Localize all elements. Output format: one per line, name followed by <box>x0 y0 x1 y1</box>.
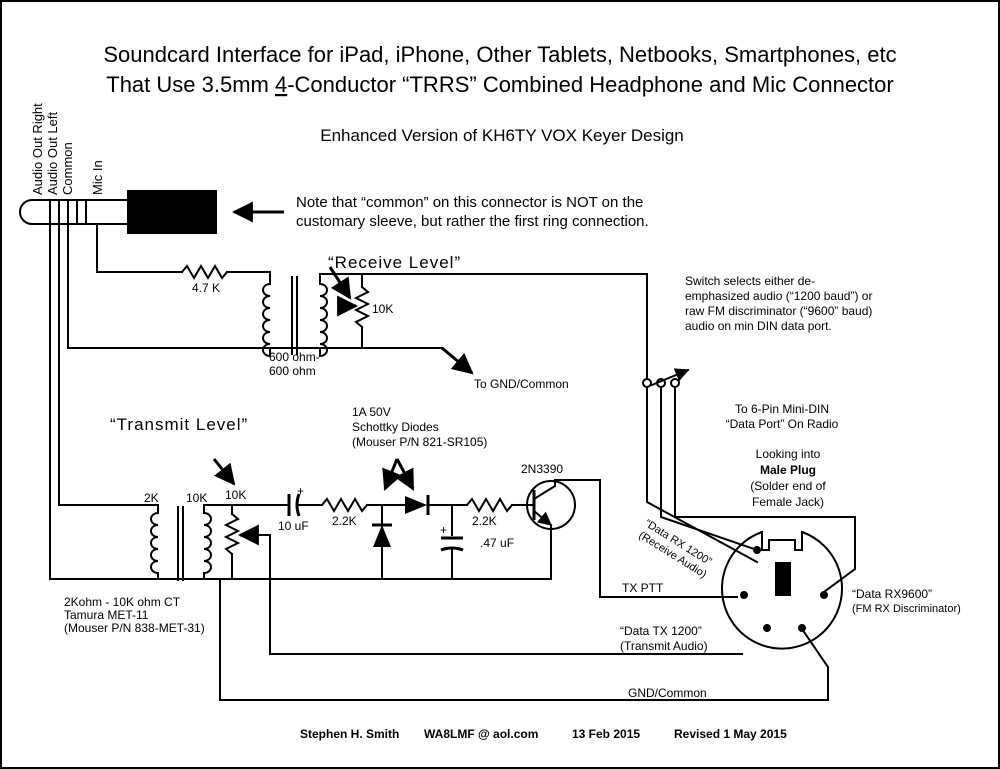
subtitle: Enhanced Version of KH6TY VOX Keyer Desi… <box>320 126 684 145</box>
transmit-level-title: “Transmit Level” <box>110 415 248 434</box>
cap-10uf-plus: + <box>297 484 304 498</box>
transmit-circuit <box>49 223 829 701</box>
label-audio-out-left: Audio Out Left <box>45 112 60 195</box>
title-line-1: Soundcard Interface for iPad, iPhone, Ot… <box>103 42 896 67</box>
label-audio-out-right: Audio Out Right <box>30 103 45 195</box>
din-header-line-2: “Data Port” On Radio <box>726 417 839 431</box>
receive-gnd-label: To GND/Common <box>474 377 569 391</box>
transmit-pot <box>223 512 241 556</box>
tamura-line-3: (Mouser P/N 838-MET-31) <box>64 621 205 635</box>
diodes-line-2: Schottky Diodes <box>352 420 439 434</box>
transistor-label: 2N3390 <box>521 462 563 476</box>
trrs-plug <box>19 190 217 234</box>
transformer-600 <box>262 276 328 358</box>
resistor-4k7 <box>180 264 229 280</box>
din-looking-line-1: Looking into <box>756 447 821 461</box>
transformer-600-line-1: 600 ohm- <box>269 350 320 364</box>
din-tx1200-line-1: “Data TX 1200” <box>620 624 702 638</box>
din-looking-line-3: (Solder end of <box>750 479 826 493</box>
transformer-primary-label: 2K <box>144 491 159 505</box>
receive-pot <box>353 285 371 329</box>
receive-pot-label: 10K <box>372 302 393 316</box>
transformer-600-line-2: 600 ohm <box>269 364 316 378</box>
switch-note-line-1: Switch selects either de- <box>685 274 815 288</box>
resistor-2k2-a <box>320 497 369 513</box>
footer-call: WA8LMF @ aol.com <box>424 727 538 741</box>
cap-047uf-label: .47 uF <box>480 536 514 550</box>
switch-note-line-2: emphasized audio (“1200 baud”) or <box>685 289 872 303</box>
transmit-pot-label: 10K <box>225 488 246 502</box>
tamura-line-2: Tamura MET-11 <box>64 608 149 622</box>
resistor-2k2-a-label: 2.2K <box>332 514 357 528</box>
title-line-2: That Use 3.5mm 4-Conductor “TRRS” Combin… <box>106 72 893 97</box>
din-gnd-label: GND/Common <box>628 686 707 700</box>
din-rx9600-line-2: (FM RX Discriminator) <box>852 603 961 615</box>
din-looking-line-2: Male Plug <box>760 463 816 477</box>
footer-date: 13 Feb 2015 <box>572 727 640 741</box>
footer-revised: Revised 1 May 2015 <box>674 727 787 741</box>
resistor-2k2-b <box>465 497 514 513</box>
connector-note-line-2: customary sleeve, but rather the first r… <box>296 213 649 230</box>
footer-author: Stephen H. Smith <box>300 727 399 741</box>
receive-level-title: “Receive Level” <box>328 253 461 272</box>
diodes-line-3: (Mouser P/N 821-SR105) <box>352 435 487 449</box>
mini-din-connector <box>721 530 843 650</box>
din-txptt-label: TX PTT <box>622 581 664 595</box>
tamura-line-1: 2Kohm - 10K ohm CT <box>64 595 181 609</box>
connector-note-line-1: Note that “common” on this connector is … <box>296 194 643 211</box>
cap-10uf-label: 10 uF <box>278 519 309 533</box>
selector-switch[interactable] <box>642 368 690 388</box>
connector-labels: Audio Out Right Audio Out Left Common Mi… <box>30 103 105 195</box>
din-tx1200-line-2: (Transmit Audio) <box>620 639 708 653</box>
diodes-line-1: 1A 50V <box>352 405 391 419</box>
din-rx9600-line-1: “Data RX9600” <box>852 587 932 601</box>
switch-note-line-4: audio on min DIN data port. <box>685 319 832 333</box>
label-common: Common <box>60 142 75 195</box>
transformer-secondary-label: 10K <box>186 491 207 505</box>
switch-note-line-3: raw FM discriminator (“9600” baud) <box>685 304 872 318</box>
cap-047uf-plus: + <box>440 523 447 537</box>
din-looking-line-4: Female Jack) <box>752 495 824 509</box>
transformer-tamura <box>150 506 212 581</box>
label-mic-in: Mic In <box>90 160 105 195</box>
din-header-line-1: To 6-Pin Mini-DIN <box>735 402 829 416</box>
resistor-2k2-b-label: 2.2K <box>472 514 497 528</box>
receive-circuit <box>67 223 648 379</box>
resistor-4k7-label: 4.7 K <box>192 281 220 295</box>
